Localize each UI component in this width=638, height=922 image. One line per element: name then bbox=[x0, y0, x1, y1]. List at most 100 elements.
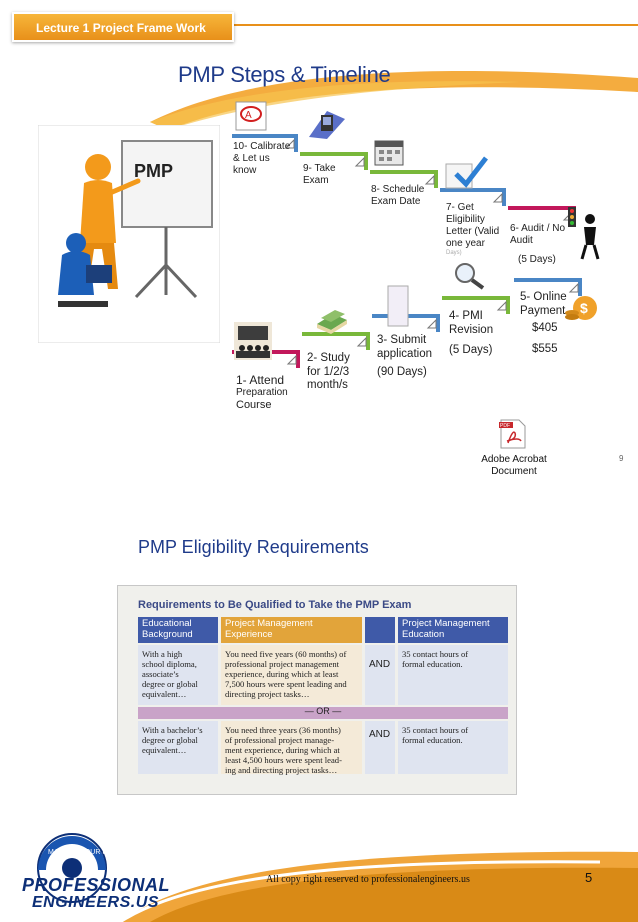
svg-text:A: A bbox=[245, 110, 252, 121]
row-2-experience: You need three years (36 months) of prof… bbox=[221, 721, 362, 779]
cell-line: degree or global bbox=[142, 735, 198, 745]
step-7-line: Eligibility bbox=[446, 214, 485, 225]
logo-word-engineers: ENGINEERS.US bbox=[32, 894, 159, 911]
cell-line: equivalent… bbox=[142, 689, 187, 699]
cell-line: You need five years (60 months) of bbox=[225, 649, 347, 659]
cell-line: associate’s bbox=[142, 669, 179, 679]
step-10-label: 10- Calibrate & Let us know bbox=[233, 141, 290, 177]
step-4-line: Revision bbox=[449, 323, 494, 336]
row-1-and: AND bbox=[369, 659, 391, 670]
cell-line: With a bachelor’s bbox=[142, 725, 203, 735]
pmp-presenter-illustration: PMP bbox=[38, 125, 220, 343]
step-3-duration: (90 Days) bbox=[377, 366, 427, 378]
checkmark-document-icon bbox=[445, 156, 488, 189]
row-2-and: AND bbox=[369, 729, 391, 740]
step-3-line: application bbox=[377, 347, 432, 360]
footer-band bbox=[119, 851, 638, 922]
study-books-icon bbox=[317, 310, 347, 334]
header-line: Education bbox=[402, 628, 445, 640]
header-line: Project Management bbox=[225, 618, 313, 629]
cell-line: of professional project manage- bbox=[225, 735, 335, 745]
row-2-education: With a bachelor’s degree or global equiv… bbox=[138, 721, 218, 759]
step-7-line: one year bbox=[446, 238, 485, 249]
magnifier-icon bbox=[455, 263, 485, 290]
step-6-line: 6- Audit / No bbox=[510, 223, 566, 234]
pdf-attachment-icon[interactable]: PDF bbox=[499, 419, 527, 449]
cell-line: ment experience, during which at bbox=[225, 745, 340, 755]
step-3-line: 3- Submit bbox=[377, 334, 427, 346]
cell-line: school diploma, bbox=[142, 659, 197, 669]
step-4-label: 4- PMI Revision (5 Days) bbox=[449, 310, 493, 358]
page-title: PMP Steps & Timeline bbox=[178, 62, 391, 87]
step-8-line: Exam Date bbox=[371, 196, 421, 207]
header-line: Educational bbox=[142, 618, 192, 629]
row-1-education: With a high school diploma, associate’s … bbox=[138, 645, 218, 703]
cell-line: With a high bbox=[142, 649, 183, 659]
requirements-table-bg bbox=[138, 617, 508, 774]
cell-line: equivalent… bbox=[142, 745, 187, 755]
step-6-line: Audit bbox=[510, 235, 533, 246]
step-5-label: 5- Online Payment $405 $555 bbox=[520, 291, 567, 356]
page-number: 5 bbox=[585, 870, 593, 885]
calendar-icon bbox=[374, 140, 404, 166]
step-1-line: 1- Attend bbox=[236, 373, 285, 387]
pdf-badge: PDF bbox=[500, 423, 510, 429]
orange-swoosh-top bbox=[150, 70, 638, 130]
step-3-label: 3- Submit application (90 Days) bbox=[377, 334, 432, 380]
header-pm-experience: Project Management Experience bbox=[221, 617, 362, 642]
pdf-label-line: Document bbox=[491, 466, 537, 477]
payment-coins-icon: $ bbox=[565, 296, 597, 320]
requirements-figure: Requirements to Be Qualified to Take the… bbox=[117, 585, 517, 795]
lecture-label: Lecture 1 Project Frame Work bbox=[36, 21, 206, 35]
step-6-label: 6- Audit / No Audit (5 Days) bbox=[510, 223, 565, 266]
svg-text:$: $ bbox=[580, 300, 588, 316]
step-7-line: Letter (Valid bbox=[446, 226, 500, 237]
exam-computer-icon bbox=[309, 111, 345, 139]
step-10-line: & Let us bbox=[233, 153, 270, 164]
step-8-line: 8- Schedule bbox=[371, 184, 425, 195]
step-5-price: $405 bbox=[532, 322, 558, 334]
step-2-line: month/s bbox=[307, 379, 348, 391]
cell-line: You need three years (36 months) bbox=[225, 725, 341, 735]
professional-engineers-logo: MANAGE YOUR FUTURE bbox=[37, 833, 131, 903]
step-1-line: Preparation bbox=[236, 387, 288, 398]
step-7-faint-text: Days) bbox=[446, 250, 462, 256]
step-10-line: 10- Calibrate bbox=[233, 141, 291, 152]
cell-line: directing project tasks… bbox=[225, 689, 310, 699]
step-7-label: 7- Get Eligibility Letter (Valid one yea… bbox=[446, 202, 499, 257]
application-form-icon bbox=[387, 285, 409, 327]
pdf-label-line: Adobe Acrobat bbox=[481, 454, 547, 465]
header-pm-education: Project Management Education bbox=[398, 617, 508, 642]
step-7-line: 7- Get bbox=[446, 202, 474, 213]
cell-line: ing and directing project tasks… bbox=[225, 765, 338, 775]
lecture-tab: Lecture 1 Project Frame Work bbox=[12, 12, 234, 42]
requirements-title: Requirements to Be Qualified to Take the… bbox=[138, 599, 412, 611]
section-title: PMP Eligibility Requirements bbox=[138, 537, 369, 557]
header-line: Background bbox=[142, 628, 193, 640]
step-2-label: 2- Study for 1/2/3 month/s bbox=[307, 352, 350, 393]
pdf-attachment-label[interactable]: Adobe Acrobat Document bbox=[474, 454, 554, 478]
board-text: PMP bbox=[134, 161, 173, 181]
slide-number: 9 bbox=[619, 454, 624, 463]
step-6-duration: (5 Days) bbox=[518, 254, 556, 265]
step-5-price: $555 bbox=[532, 342, 558, 355]
step-2-line: 2- Study bbox=[307, 352, 350, 364]
header-educational-background: Educational Background bbox=[138, 617, 218, 642]
step-2-line: for 1/2/3 bbox=[307, 365, 350, 378]
header-band: Lecture 1 Project Frame Work bbox=[0, 0, 638, 42]
row-1-pm-education: 35 contact hours of formal education. bbox=[398, 645, 508, 673]
step-5-line: Payment bbox=[520, 304, 566, 317]
row-2-pm-education: 35 contact hours of formal education. bbox=[398, 721, 508, 749]
step-10-line: know bbox=[233, 165, 257, 176]
cell-line: least 4,500 hours were spent lead- bbox=[225, 755, 342, 765]
step-1-line: Course bbox=[236, 399, 272, 411]
cell-line: 7,500 hours were spent leading and bbox=[225, 679, 347, 689]
cell-line: degree or global bbox=[142, 679, 198, 689]
header-line: Experience bbox=[225, 628, 273, 640]
row-1-experience: You need five years (60 months) of profe… bbox=[221, 645, 362, 703]
step-9-line: 9- Take bbox=[303, 163, 336, 174]
classroom-icon bbox=[234, 322, 272, 360]
cell-line: formal education. bbox=[402, 735, 463, 745]
grade-paper-icon: A bbox=[235, 101, 267, 131]
step-9-label: 9- Take Exam bbox=[303, 163, 336, 187]
